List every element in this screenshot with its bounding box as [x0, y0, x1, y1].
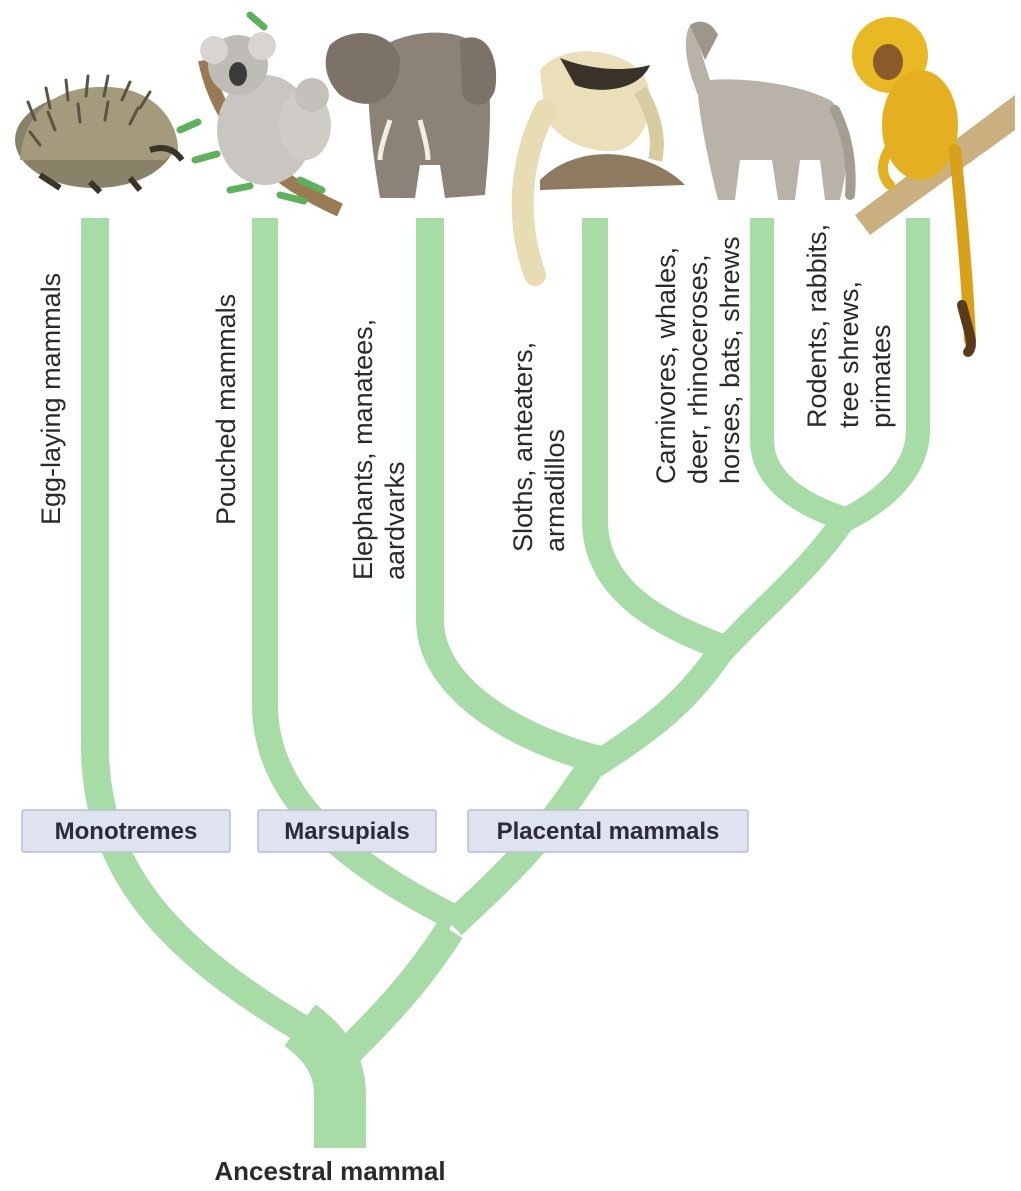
- branch-therian-stem: [340, 930, 450, 1060]
- animal-illustrations: [15, 15, 1015, 352]
- root-label: Ancestral mammal: [214, 1156, 445, 1186]
- echidna-illustration: [15, 76, 182, 192]
- group-labels: Monotremes Marsupials Placental mammals: [22, 810, 748, 852]
- group-label-text: Marsupials: [284, 818, 409, 845]
- leaf-label-egg-laying: Egg-laying mammals: [36, 273, 66, 525]
- branch-inner-stem: [595, 645, 725, 765]
- elephant-illustration: [326, 33, 496, 198]
- branch-upper-stem: [722, 518, 845, 652]
- leaf-label-sloths: Sloths, anteaters, armadillos: [508, 334, 570, 552]
- leaf-label-rodents: Rodents, rabbits, tree shrews, primates: [802, 216, 896, 428]
- leaf-label-elephants: Elephants, manatees, aardvarks: [348, 311, 410, 580]
- group-label-text: Placental mammals: [497, 818, 720, 845]
- leaf-label-pouched: Pouched mammals: [211, 294, 241, 525]
- group-label-marsupials: Marsupials: [258, 810, 436, 852]
- group-label-placental: Placental mammals: [468, 810, 748, 852]
- group-label-text: Monotremes: [55, 818, 198, 845]
- koala-illustration: [180, 15, 340, 210]
- leaf-label-carnivores: Carnivores, whales, deer, rhinoceroses, …: [651, 236, 745, 484]
- group-label-monotremes: Monotremes: [22, 810, 230, 852]
- wolf-illustration: [686, 22, 851, 200]
